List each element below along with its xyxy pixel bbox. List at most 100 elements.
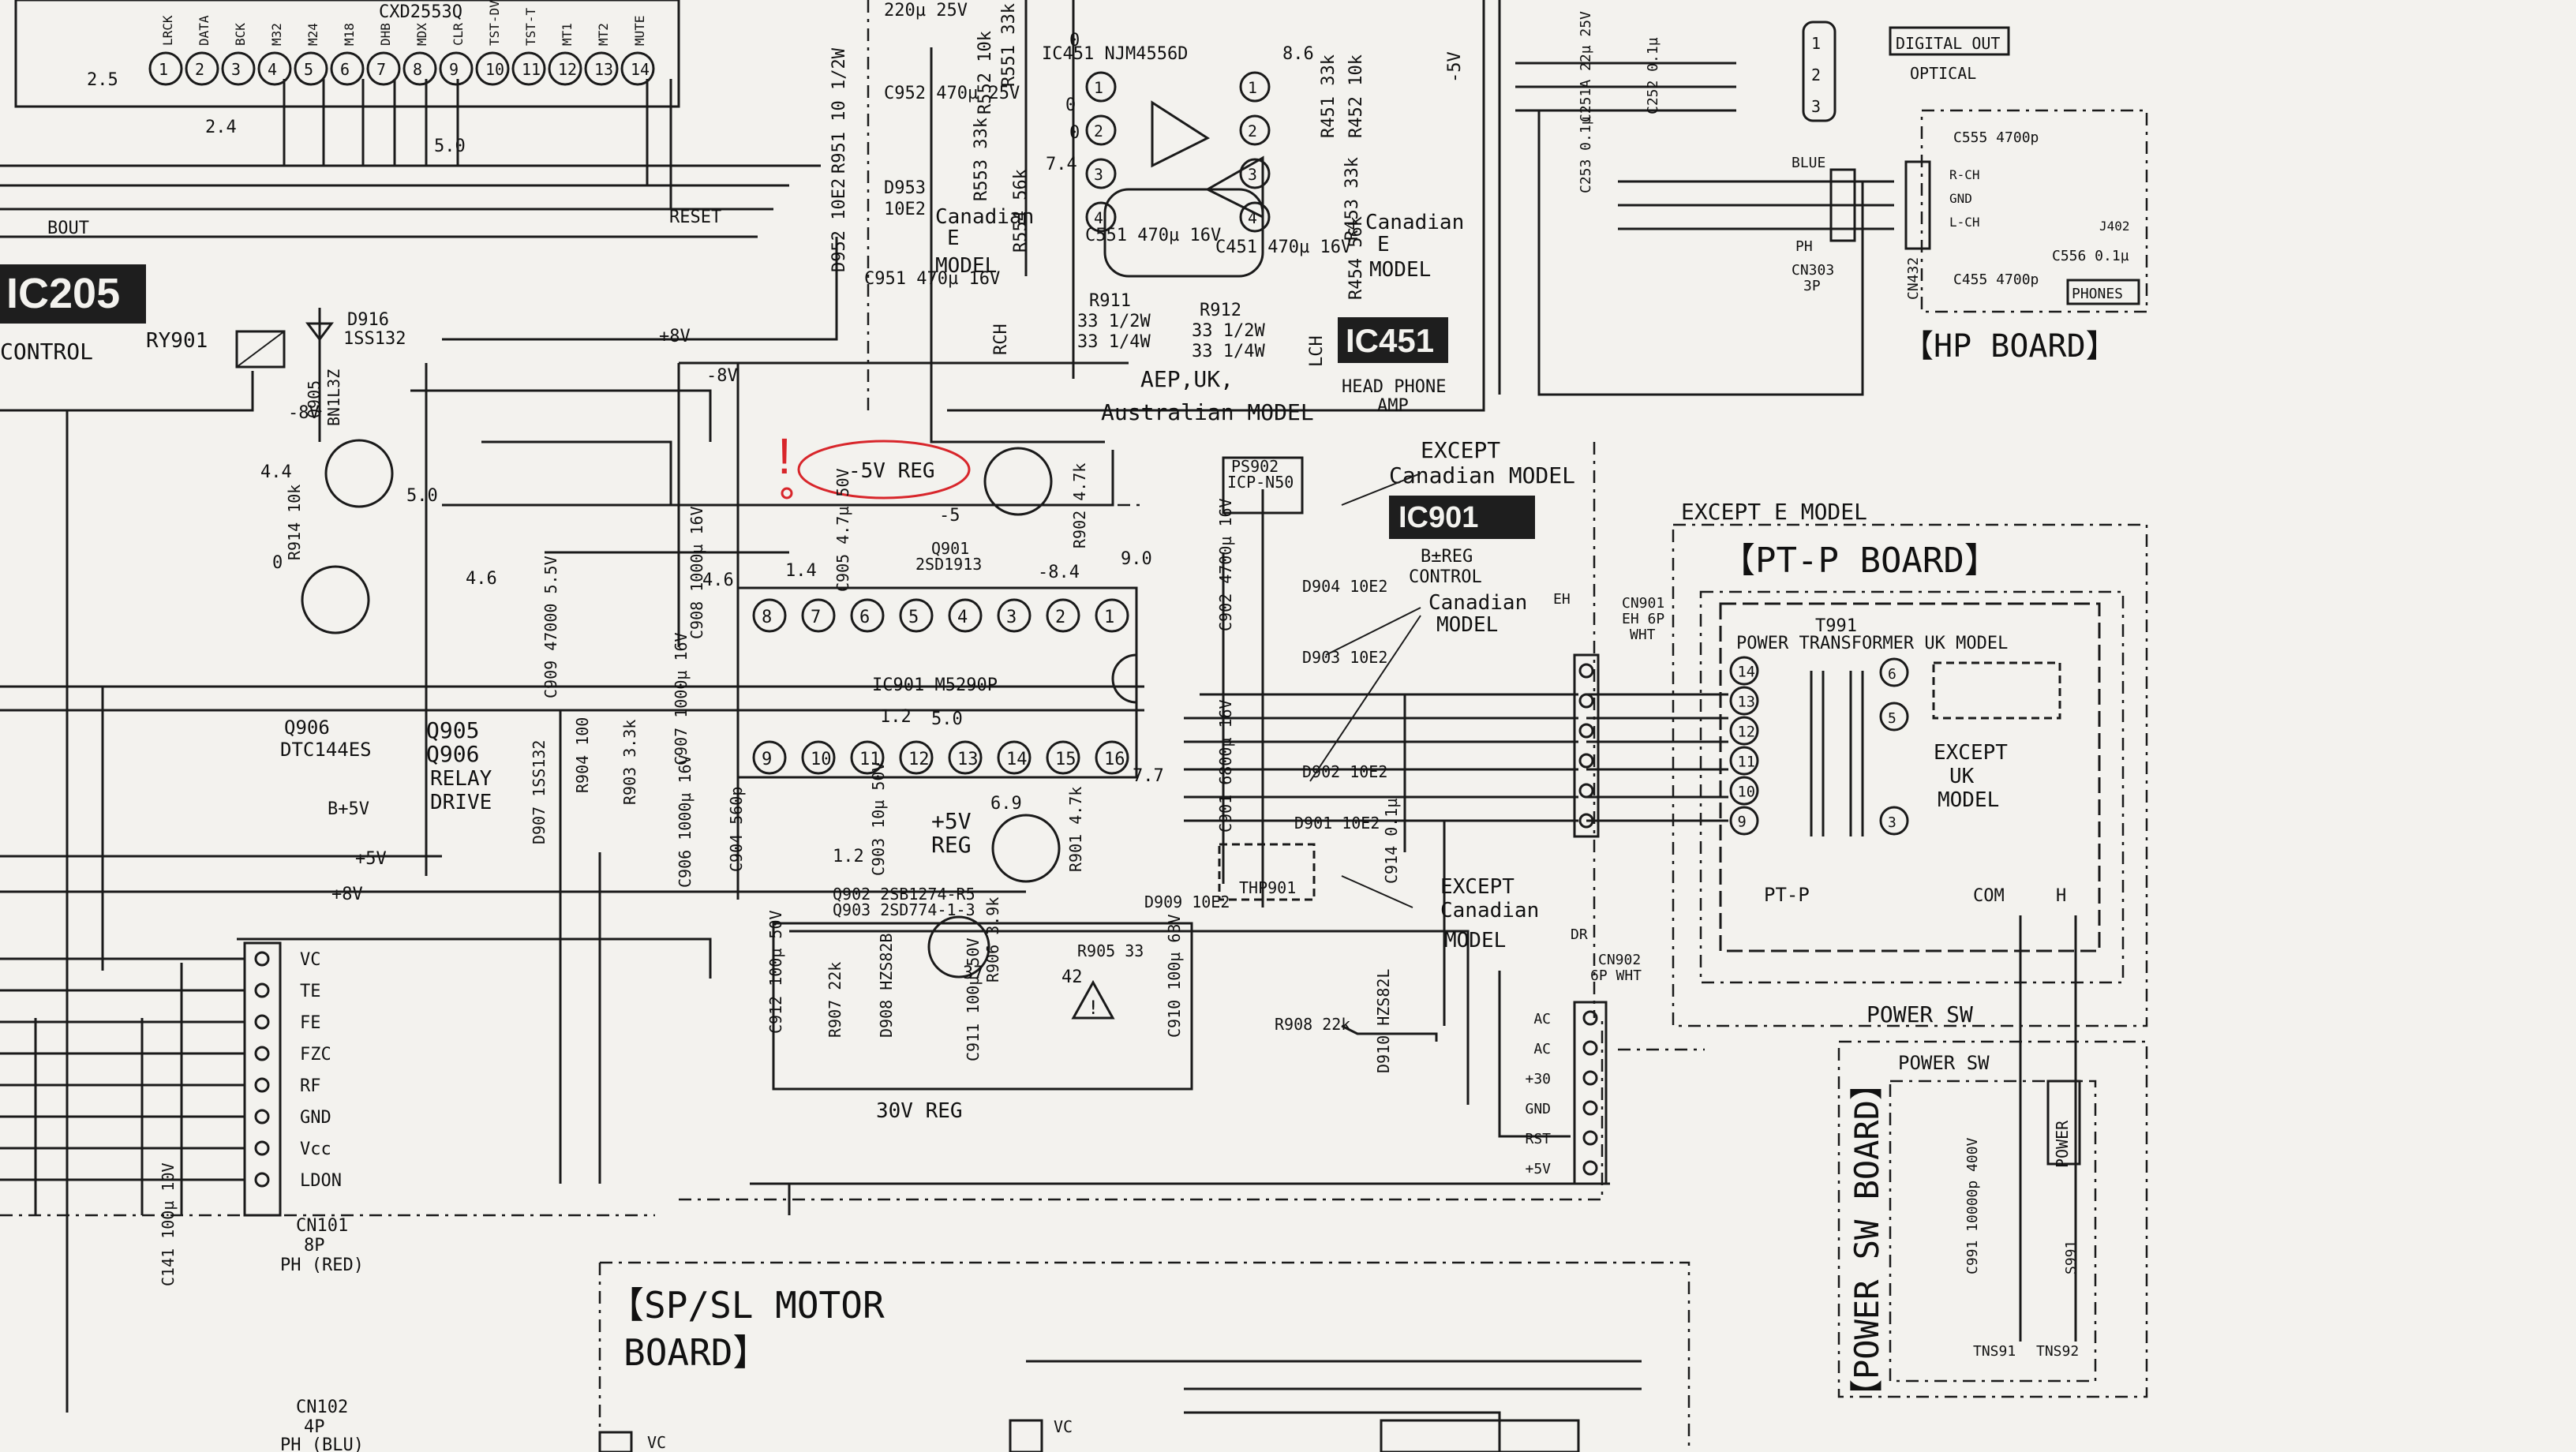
r905-label: R905 33 — [1077, 941, 1144, 960]
r453-label: R453 33k — [1342, 157, 1362, 241]
ic901-pin: 1 — [1104, 608, 1114, 627]
cn101-pin — [254, 1046, 270, 1061]
t991-label: T991 — [1815, 616, 1857, 636]
ic901-pin-circle — [850, 598, 885, 633]
top-pin-circle — [294, 51, 328, 86]
cn901-pin — [1578, 723, 1594, 739]
transformer-pin-circle — [1729, 776, 1759, 806]
plus5v-reg: +5V — [931, 808, 972, 834]
r912-val: 33 1/4W — [1192, 342, 1265, 361]
cn102-label: CN102 — [296, 1398, 348, 1417]
ic901-pin-circle — [997, 740, 1032, 775]
headphone-text: AMP — [1377, 396, 1409, 416]
q901-label: Q901 — [931, 539, 969, 558]
r912-val: 33 1/2W — [1192, 321, 1265, 341]
top-pin-number: 5 — [304, 60, 313, 79]
power-button-label[interactable]: POWER — [2053, 1120, 2072, 1168]
transformer-pin: 13 — [1738, 694, 1756, 711]
cn101-pin — [254, 1109, 270, 1125]
ic901-pin: 14 — [1006, 750, 1028, 769]
r452-label: R452 10k — [1346, 54, 1366, 138]
ic901-pin-circle — [899, 740, 934, 775]
d909-label: D909 10E2 — [1144, 893, 1230, 911]
hp-pin: 1 — [1811, 34, 1821, 53]
sp-motor-title: 【SP/SL MOTOR — [608, 1284, 885, 1327]
opamp-pin-circle — [1085, 71, 1117, 103]
bpm-reg: B±REG — [1421, 547, 1473, 567]
except-text: EXCEPT — [1440, 875, 1515, 899]
s991-label: S991 — [2063, 1241, 2080, 1274]
cn101-label: CN101 — [296, 1216, 348, 1236]
sp-sl-motor-board: 【SP/SL MOTOR BOARD】 — [598, 1261, 1690, 1452]
cn901-pin — [1578, 663, 1594, 679]
q901-part: 2SD1913 — [915, 555, 982, 574]
hp-board-title: 【HP BOARD】 — [1902, 328, 2117, 365]
rch-ch-label: R-CH — [1949, 167, 1980, 182]
transformer-pin: 11 — [1738, 754, 1756, 771]
d908-label: D908 HZS82B — [877, 934, 896, 1038]
except-text: MODEL — [1444, 929, 1506, 952]
transformer-pin-circle — [1729, 716, 1759, 746]
d907-label: D907 1SS132 — [530, 740, 549, 844]
v-label: 4.6 — [466, 569, 497, 589]
v-label: 8.6 — [1282, 44, 1314, 64]
cn101-pin-label: Vcc — [300, 1140, 331, 1159]
power-sw-label: POWER SW — [1866, 1001, 1973, 1027]
plus5v-label: +5V — [355, 849, 387, 869]
power-sw-board-title: 【POWER SW BOARD】 — [1848, 1067, 1886, 1413]
opamp-pin: 3 — [1094, 166, 1103, 184]
blue-label: BLUE — [1792, 155, 1825, 171]
opamp-pin: 4 — [1094, 209, 1103, 227]
c903-label: C903 10µ 50V — [869, 762, 888, 877]
d916-label: D916 — [347, 310, 389, 330]
transformer-pin-circle — [1879, 657, 1909, 687]
opamp-pin-circle — [1085, 201, 1117, 233]
d953-label: D953 — [884, 178, 926, 198]
cn101-pin-label: TE — [300, 982, 321, 1001]
q906-label: Q906 — [284, 717, 330, 739]
vc2-label: VC — [1054, 1417, 1073, 1436]
c909-label: C909 47000 5.5V — [541, 556, 560, 698]
optical-label: OPTICAL — [1910, 64, 1976, 83]
transformer-pin: 12 — [1738, 724, 1756, 741]
cn902-pin-label: GND — [1525, 1101, 1551, 1117]
v-label: 0 — [1069, 123, 1080, 143]
except-e-label: EXCEPT E MODEL — [1681, 499, 1867, 525]
cn902-part: 6P WHT — [1590, 967, 1642, 984]
ic901-regulator: +8V -8V -5V REG ! -5 Q901 2SD1913 -8.4 9… — [530, 327, 1164, 919]
top-pin-label: DHB — [378, 23, 393, 46]
cn101-pin-label: GND — [300, 1108, 331, 1128]
r553-label: R553 33k — [972, 118, 991, 201]
aepuk-label: AEP,UK, — [1140, 366, 1234, 392]
top-ic-part: CXD2553Q — [379, 2, 462, 22]
top-pin-circle — [439, 51, 474, 86]
top-pin-circle — [257, 51, 292, 86]
tns92-label: TNS92 — [2036, 1343, 2079, 1360]
v-label: 2.5 — [87, 70, 118, 90]
minus5v-reg-label: -5V REG — [848, 459, 935, 483]
v-label: 37 — [963, 964, 984, 983]
top-pin-label: TST-T — [523, 7, 538, 46]
relay-text: Q905 — [426, 717, 479, 743]
top-pin-number: 2 — [195, 60, 204, 79]
top-pin-circle — [366, 51, 401, 86]
q906-part: DTC144ES — [280, 739, 372, 761]
c905-label: C905 4.7µ 50V — [833, 468, 852, 592]
control-label: CONTROL — [0, 339, 93, 365]
top-pin-label: MT2 — [596, 23, 611, 46]
cn902-pin-label: +30 — [1525, 1071, 1551, 1087]
ic901-pin: 11 — [859, 750, 881, 769]
top-pin-number: 8 — [413, 60, 422, 79]
cn902-label: CN902 — [1598, 952, 1641, 968]
top-pin-number: 14 — [631, 60, 650, 79]
transformer-pin-circle — [1729, 746, 1759, 776]
q903-label: Q903 2SD774-1-3 — [833, 900, 975, 919]
q905-part: BN1L3Z — [324, 369, 343, 426]
transformer-pin-circle — [1729, 656, 1759, 686]
ic901-pin: 10 — [811, 750, 832, 769]
power-sw-board: POWER SW POWER SW 【POWER SW BOARD】 POWER… — [1837, 1001, 2148, 1413]
ic901-pin: 12 — [908, 750, 930, 769]
ic901-pin: 7 — [811, 608, 821, 627]
r906-label: R906 3.9k — [983, 897, 1002, 982]
